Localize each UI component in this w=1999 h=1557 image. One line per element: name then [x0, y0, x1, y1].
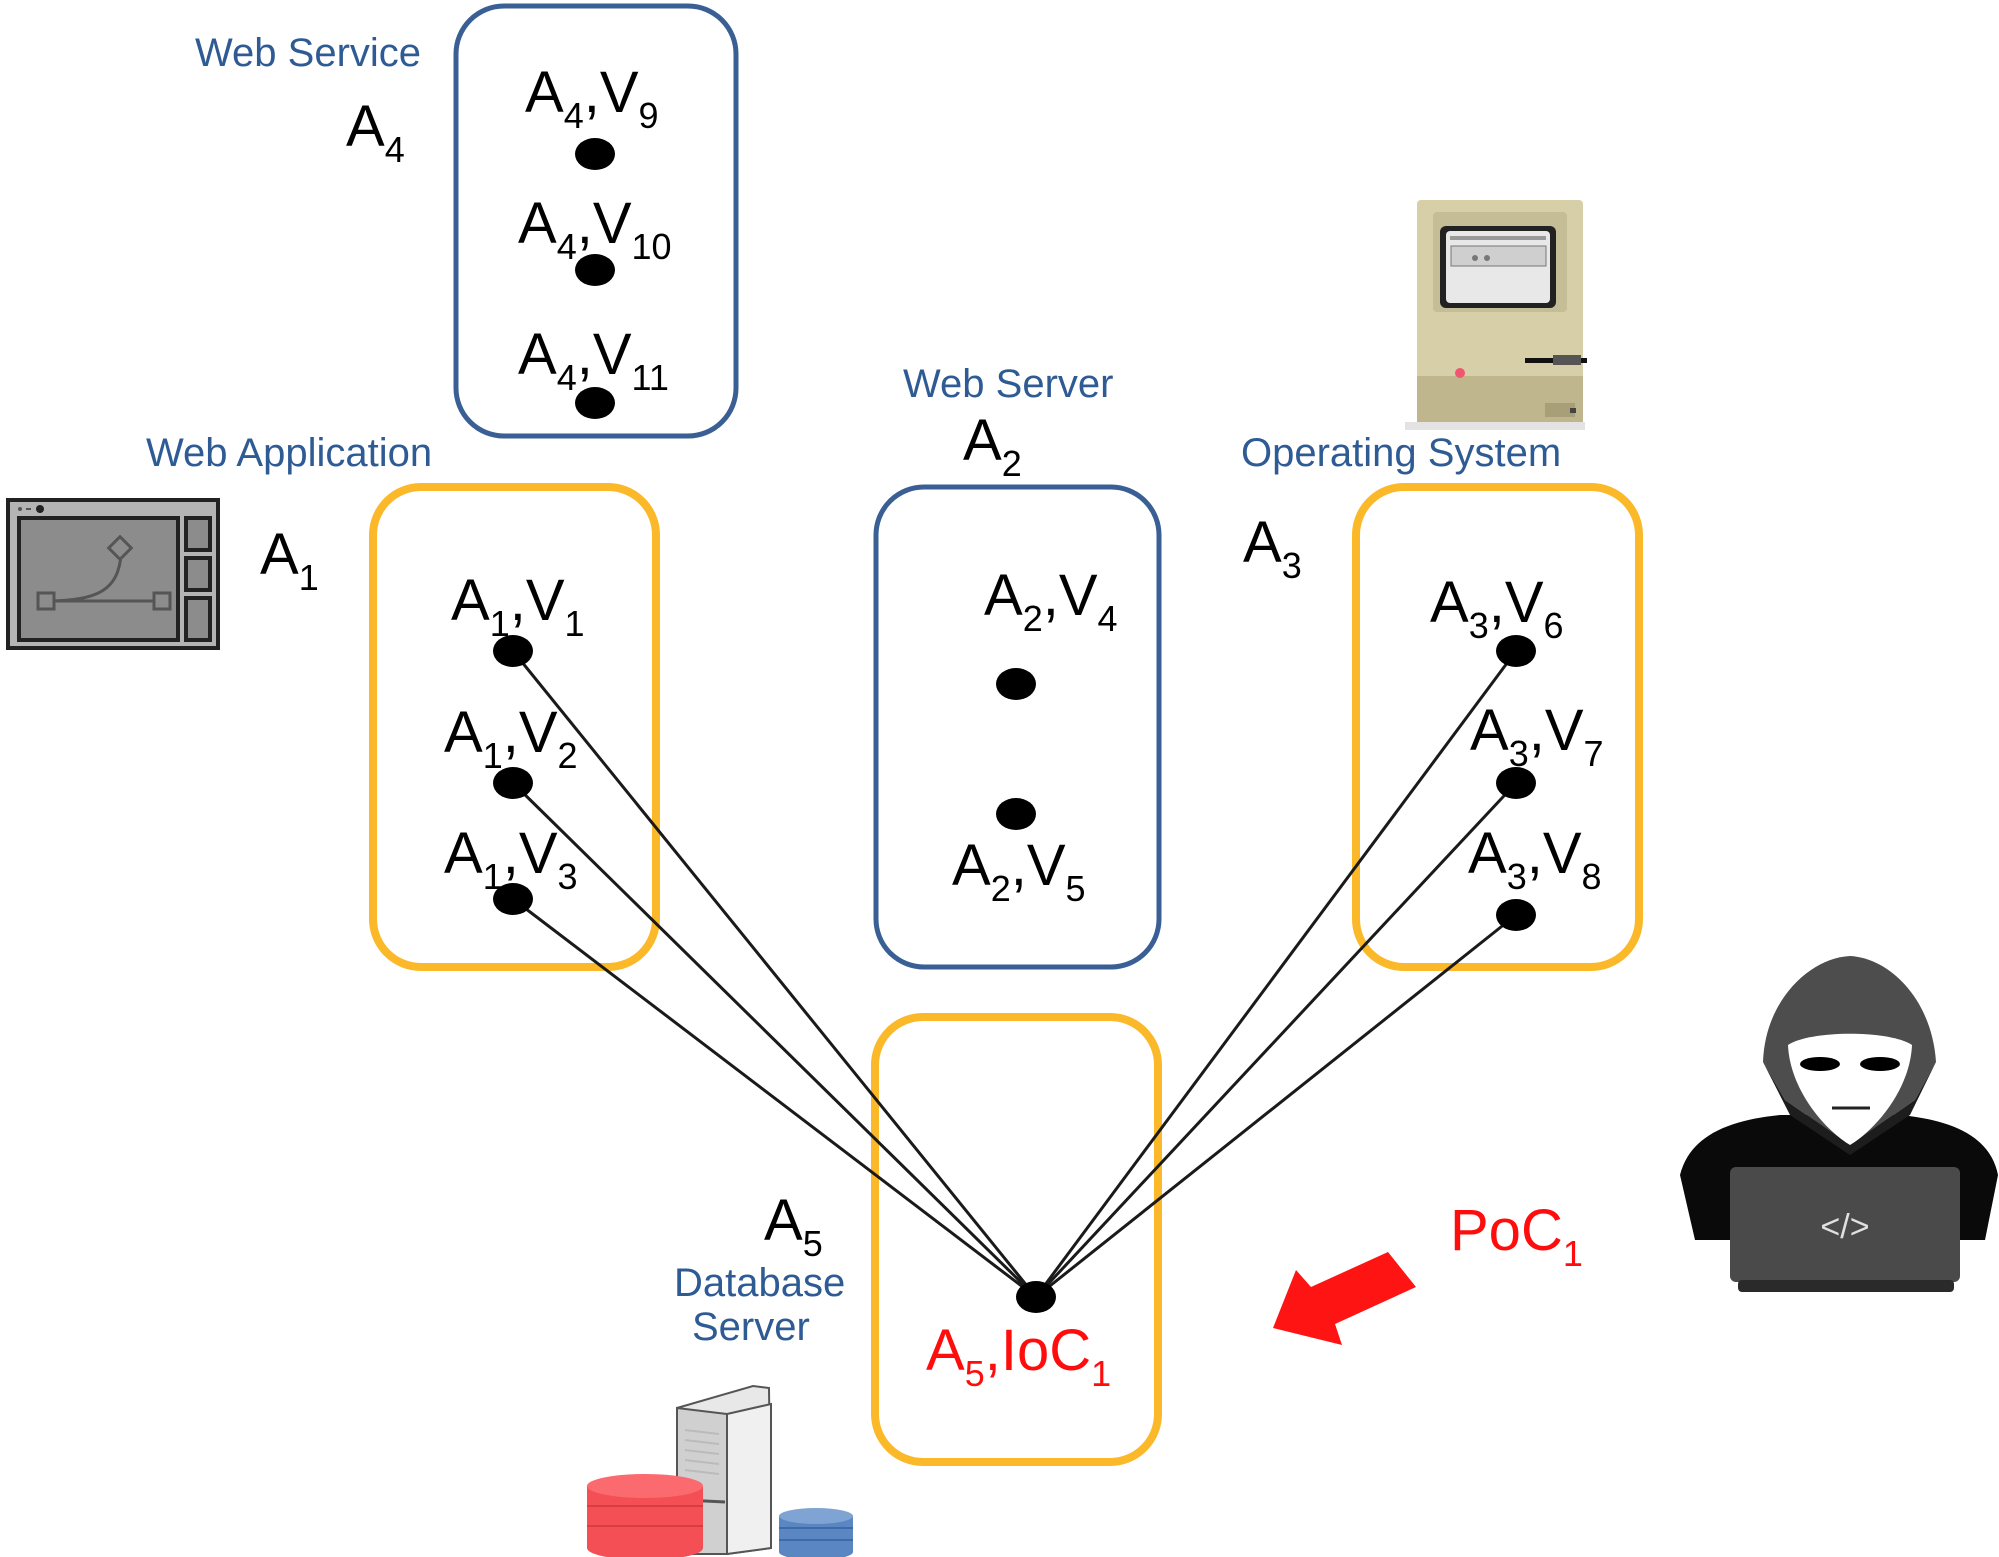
- node-label-a1-v3: A1,V3: [444, 821, 578, 897]
- node-label-a4-v9: A4,V9: [525, 60, 659, 136]
- asset-label-a3: A3: [1243, 510, 1302, 586]
- node-label-a4-v10: A4,V10: [518, 191, 672, 267]
- node-dot-a1v1: [493, 635, 533, 667]
- edges: [511, 650, 1518, 1299]
- node-dot-a2v5: [996, 798, 1036, 830]
- node-dot-a1v2: [493, 767, 533, 799]
- attack-arrow-icon: [1273, 1252, 1416, 1345]
- web-application-window-icon: [6, 498, 220, 650]
- web-service-box: [453, 3, 739, 439]
- poc-label: PoC1: [1450, 1198, 1583, 1274]
- node-dot-a3v7: [1496, 767, 1536, 799]
- edge-a3v8-to-a5ioc1: [1035, 913, 1517, 1299]
- edge-a3v6-to-a5ioc1: [1034, 650, 1518, 1298]
- node-dot-a5ioc1: [1016, 1281, 1056, 1313]
- vintage-computer-icon: [1405, 200, 1587, 430]
- node-label-a2-v4: A2,V4: [984, 563, 1118, 639]
- node-dot-a1v3: [493, 883, 533, 915]
- node-label-a1-v1: A1,V1: [451, 568, 585, 644]
- category-label-database-line2: Server: [692, 1305, 810, 1349]
- asset-label-a1: A1: [260, 522, 319, 598]
- asset-label-a5: A5: [764, 1188, 823, 1264]
- node-dot-a4v9: [575, 138, 615, 170]
- node-dots: [493, 138, 1536, 1313]
- edge-a3v7-to-a5ioc1: [1034, 781, 1518, 1299]
- node-label-a2-v5: A2,V5: [952, 833, 1086, 909]
- node-label-a1-v2: A1,V2: [444, 700, 578, 776]
- category-label-operating-system: Operating System: [1241, 431, 1561, 475]
- node-label-a3-v8: A3,V8: [1468, 821, 1602, 897]
- node-dot-a2v4: [996, 668, 1036, 700]
- database-server-box: [871, 1013, 1162, 1466]
- operating-system-box: [1352, 483, 1643, 971]
- category-label-web-application: Web Application: [146, 431, 432, 475]
- edge-a1v1-to-a5ioc1: [511, 650, 1038, 1298]
- category-label-web-server: Web Server: [903, 362, 1113, 406]
- asset-label-a2: A2: [963, 408, 1022, 484]
- laptop-code-text: </>: [1820, 1208, 1869, 1246]
- category-label-database-line1: Database: [674, 1261, 845, 1305]
- web-application-box: [369, 483, 660, 971]
- node-dot-a3v8: [1496, 899, 1536, 931]
- web-server-box: [873, 484, 1162, 970]
- node-dot-a3v6: [1496, 635, 1536, 667]
- category-label-web-service: Web Service: [195, 31, 421, 75]
- node-label-a3-v6: A3,V6: [1430, 570, 1564, 646]
- database-server-icon: [587, 1384, 853, 1557]
- node-label-a3-v7: A3,V7: [1470, 698, 1604, 774]
- hooded-hacker-icon: </>: [1680, 956, 1998, 1292]
- node-label-a4-v11: A4,V11: [518, 322, 669, 398]
- asset-label-a4: A4: [346, 94, 405, 170]
- node-label-a5-ioc1: A5,IoC1: [926, 1318, 1111, 1394]
- node-dot-a4v10: [575, 254, 615, 286]
- edge-a1v3-to-a5ioc1: [512, 897, 1037, 1299]
- node-dot-a4v11: [575, 387, 615, 419]
- edge-a1v2-to-a5ioc1: [511, 781, 1038, 1299]
